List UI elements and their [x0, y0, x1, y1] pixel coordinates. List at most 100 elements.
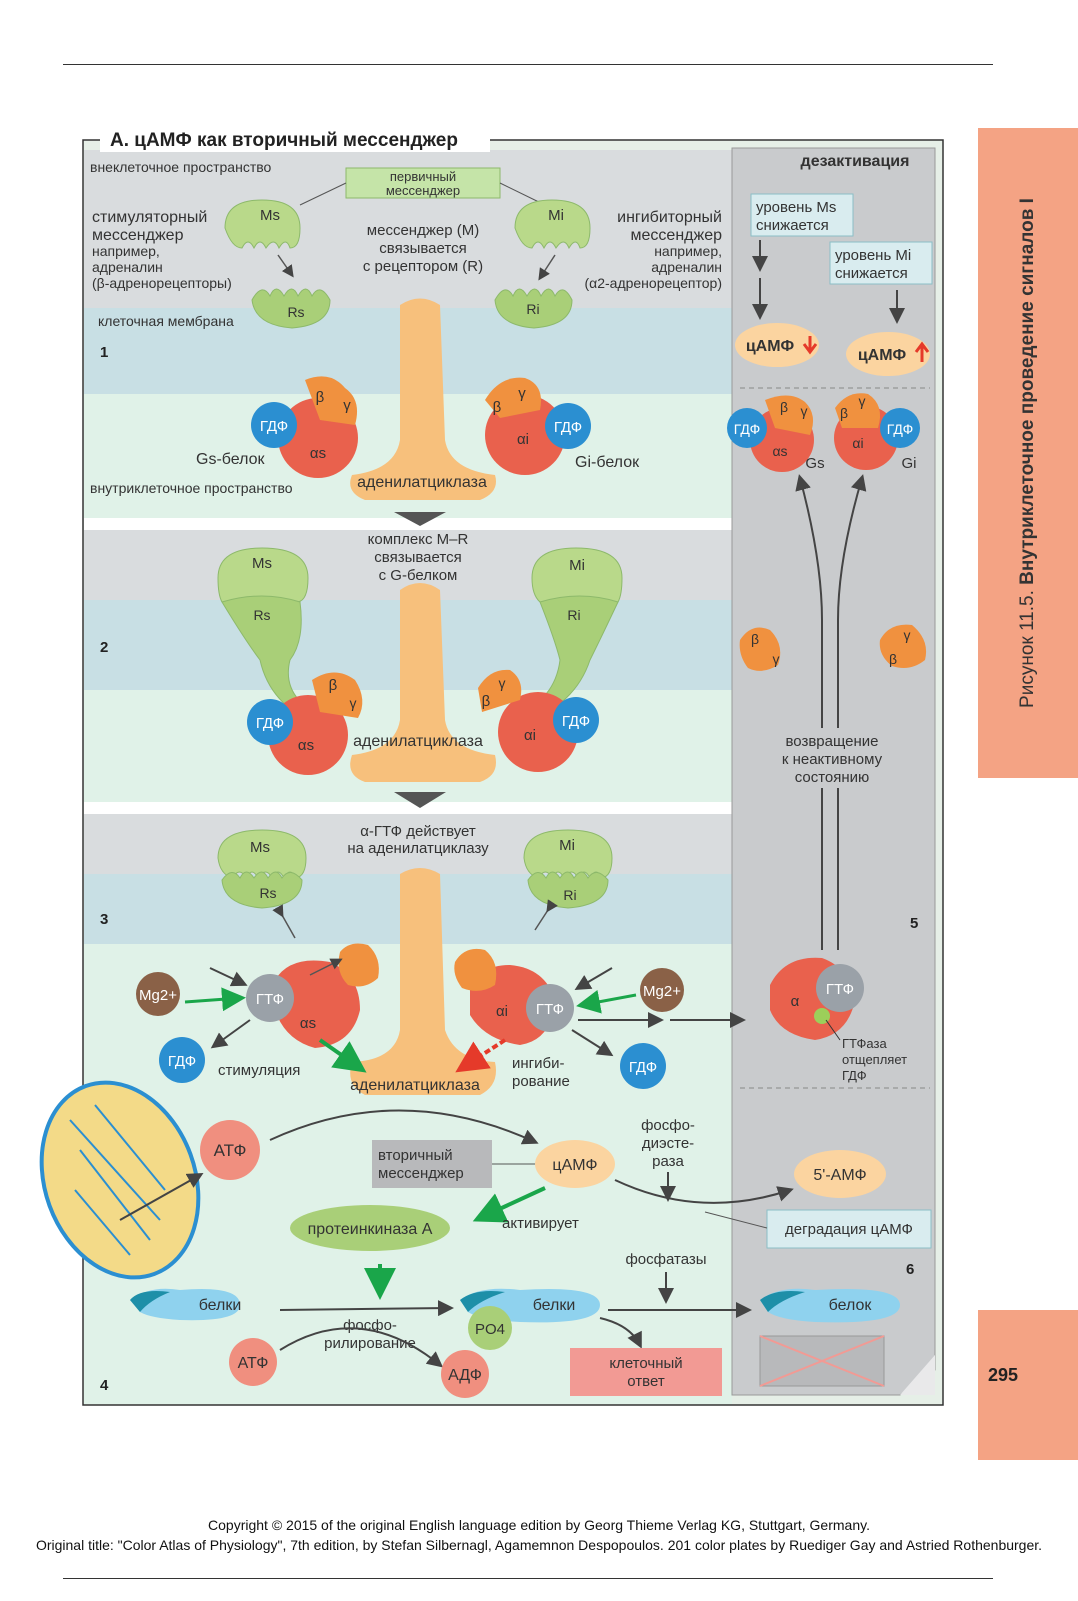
- inhib-line2: мессенджер: [631, 227, 723, 244]
- gamma-s-2-label: γ: [350, 695, 357, 711]
- stimulation-arrow: [318, 1038, 367, 1073]
- beta-gamma-floating-left: [739, 627, 781, 671]
- adenylate-cyclase-3: [350, 868, 496, 1095]
- page-number: 295: [988, 1365, 1019, 1385]
- camp-degradation-label: деградация цАМФ: [785, 1221, 913, 1238]
- camp-up-arrow-icon: [914, 341, 930, 362]
- mg-i-arrow: [576, 989, 637, 1014]
- stim-line2: мессенджер: [92, 227, 184, 244]
- stim-line4: адреналин: [92, 259, 163, 275]
- membrane-label: клеточная мембрана: [98, 313, 234, 329]
- beta-gamma-i-panel: [835, 393, 881, 428]
- camp-down-arrow-icon: [802, 336, 818, 355]
- primary-messenger-line2: мессенджер: [386, 183, 460, 198]
- gi-protein-label: Gi-белок: [575, 454, 640, 471]
- gdp-s-1-label: ГДФ: [260, 418, 288, 435]
- page-number-tab: 295: [978, 1310, 1078, 1460]
- alpha-s-3-label: αs: [300, 1015, 316, 1032]
- mg-i: [640, 968, 684, 1012]
- gtp-i-3-label: ГТФ: [536, 1001, 564, 1018]
- adp-node: [441, 1350, 489, 1398]
- adenylate-cyclase-2-label: аденилатциклаза: [353, 733, 483, 750]
- gtpase-pointer: [825, 1019, 841, 1041]
- extracellular-band-3: [84, 814, 732, 874]
- figure-title: А. цАМФ как вторичный мессенджер: [110, 130, 458, 151]
- return-label-backdrop: [770, 728, 894, 788]
- stim-line1: стимуляторный: [92, 209, 207, 226]
- step-arrow-1: [394, 512, 446, 526]
- gtp-in-arrow-s: [209, 967, 248, 987]
- rs-receptor-3-label: Rs: [259, 885, 276, 901]
- rs-receptor-1-label: Rs: [287, 304, 304, 320]
- complex-line2: связывается: [374, 549, 461, 566]
- protein-dephosphorylated: [760, 1288, 900, 1323]
- alpha-s-1-label: αs: [310, 445, 326, 462]
- step-number-2: 2: [100, 639, 108, 656]
- gdp-i-panel-label: ГДФ: [887, 421, 913, 437]
- activates-label: активирует: [502, 1215, 579, 1232]
- camp-to-amp-arrow: [614, 1179, 794, 1204]
- alpha-i-3-label: αi: [496, 1003, 508, 1020]
- mi-ligand-2-label: Mi: [569, 557, 585, 574]
- gamma-i-2-label: γ: [499, 675, 506, 691]
- gamma-i-panel-label: γ: [859, 393, 866, 409]
- beta-gamma-s-1: [305, 376, 358, 425]
- copyright-block: Copyright © 2015 of the original English…: [0, 1515, 1078, 1555]
- bg-release-arrow-s: [309, 958, 343, 976]
- ms-level-line2: снижается: [756, 217, 829, 234]
- atp-small: [229, 1338, 277, 1386]
- gi-panel-label: Gi: [902, 455, 917, 472]
- gtp-s-3-label: ГТФ: [256, 991, 284, 1008]
- ms-ligand-2: [217, 547, 309, 603]
- gdp-s-panel: [727, 408, 767, 448]
- protein-dephosphorylated-fold: [760, 1291, 805, 1312]
- primary-messenger-line1: первичный: [390, 169, 456, 184]
- gdp-i-panel: [880, 408, 920, 448]
- cell-response-line2: ответ: [627, 1373, 665, 1390]
- mitochondrion-cristae: [69, 1104, 166, 1256]
- beta-s-1-label: β: [316, 389, 325, 406]
- ms-binding-arrow: [277, 254, 294, 278]
- cell-response-box: [570, 1348, 722, 1396]
- step-arrow-2: [394, 792, 446, 808]
- alpha-s-2-label: αs: [298, 737, 314, 754]
- gtp-s-3: [246, 974, 294, 1022]
- secondary-line1: вторичный: [378, 1147, 453, 1164]
- inhibition-line2: рование: [512, 1073, 570, 1090]
- gtpase-line2: отщепляет: [842, 1052, 907, 1067]
- beta-gamma-released-i: [454, 948, 497, 991]
- adenylate-cyclase-1: [350, 298, 496, 500]
- mg-s: [136, 972, 180, 1016]
- chapter-side-tab-text: Рисунок 11.5. Внутриклеточное проведение…: [1017, 198, 1039, 708]
- step-number-5: 5: [910, 915, 918, 932]
- rs-receptor-1: [251, 288, 331, 329]
- mi-ligand-1-label: Mi: [548, 207, 564, 224]
- step-number-6: 6: [906, 1261, 914, 1278]
- beta-i-panel-label: β: [840, 405, 848, 421]
- beta-s-panel-label: β: [780, 399, 788, 415]
- no-response-cross-2: [759, 1335, 885, 1387]
- alpha-s-subunit-3: [275, 960, 360, 1048]
- agtp-line2: на аденилатциклазу: [347, 840, 489, 857]
- cell-response-line1: клеточный: [609, 1355, 682, 1372]
- camp-down-label: цАМФ: [746, 338, 795, 355]
- rs-receptor-3: [221, 871, 303, 909]
- inhib-line1: ингибиторный: [617, 209, 722, 226]
- mi-level-line1: уровень Mi: [835, 247, 911, 264]
- stim-line5: (β-адренорецепторы): [92, 275, 232, 291]
- atp-to-adp-arrow: [279, 1327, 444, 1368]
- deactivation-label: дезактивация: [801, 153, 910, 170]
- rs-release-arrow: [272, 904, 296, 939]
- ms-level-line1: уровень Ms: [756, 199, 836, 216]
- copyright-line1: Copyright © 2015 of the original English…: [208, 1517, 870, 1533]
- beta-gamma-s-panel: [765, 395, 814, 435]
- binding-line3: с рецептором (R): [363, 258, 483, 275]
- agtp-line1: α-ГТФ действует: [360, 823, 476, 840]
- gdp-i-1: [545, 403, 591, 449]
- ms-ligand-1-label: Ms: [260, 207, 280, 224]
- page-curl: [900, 1355, 935, 1395]
- return-line2: к неактивному: [782, 751, 883, 768]
- mi-level-line2: снижается: [835, 265, 908, 282]
- ms-ligand-2-label: Ms: [252, 555, 272, 572]
- mi-ligand-3-label: Mi: [559, 837, 575, 854]
